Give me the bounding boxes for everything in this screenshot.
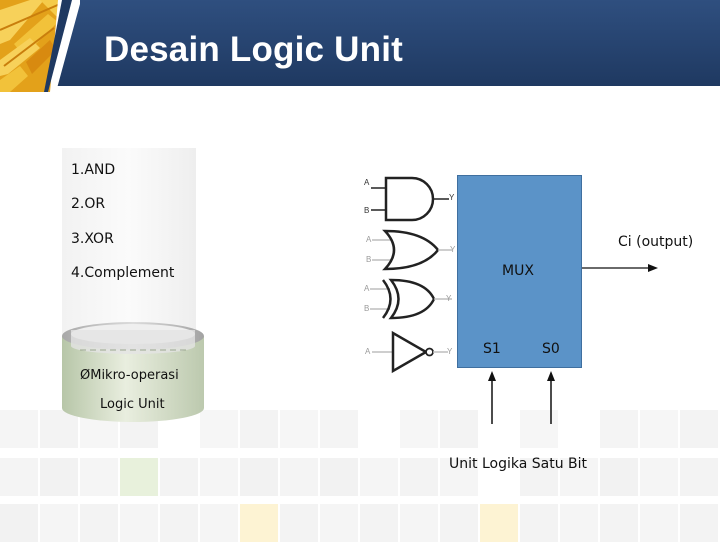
diagram-caption: Unit Logika Satu Bit: [449, 456, 587, 472]
gold-bars-image: [0, 0, 80, 92]
operation-item-and: 1.AND: [71, 162, 116, 178]
xor-gate-symbol: [370, 278, 452, 320]
and-gate-symbol: [371, 176, 449, 222]
not-gate-symbol: [372, 330, 448, 374]
cylinder-label-microops: ØMikro-operasi: [80, 368, 179, 383]
cylinder-label-logic-unit: Logic Unit: [100, 397, 165, 412]
and-pin-y-label: Y: [449, 193, 455, 202]
operation-item-or: 2.OR: [71, 196, 106, 212]
mux-output-label: Ci (output): [618, 234, 694, 250]
mux-select-s1-label: S1: [483, 341, 501, 357]
or-pin-a-label: A: [366, 235, 372, 244]
not-pin-a-label: A: [365, 347, 371, 356]
and-pin-b-label: B: [364, 206, 370, 215]
not-pin-y-label: Y: [447, 347, 453, 356]
output-arrow: [582, 264, 658, 272]
or-pin-b-label: B: [366, 255, 372, 264]
select-arrows: [488, 371, 555, 424]
mux-block: [457, 175, 582, 368]
xor-pin-y-label: Y: [446, 294, 452, 303]
mux-select-s0-label: S0: [542, 341, 560, 357]
header-bar: Desain Logic Unit: [0, 0, 720, 92]
operation-item-xor: 3.XOR: [71, 231, 114, 247]
or-pin-y-label: Y: [450, 245, 456, 254]
xor-pin-b-label: B: [364, 304, 370, 313]
xor-pin-a-label: A: [364, 284, 370, 293]
operation-item-complement: 4.Complement: [71, 265, 175, 281]
or-gate-symbol: [372, 229, 452, 271]
slide-title: Desain Logic Unit: [104, 30, 403, 69]
mux-label: MUX: [502, 263, 534, 279]
background-tiles: [0, 388, 720, 542]
and-pin-a-label: A: [364, 178, 370, 187]
